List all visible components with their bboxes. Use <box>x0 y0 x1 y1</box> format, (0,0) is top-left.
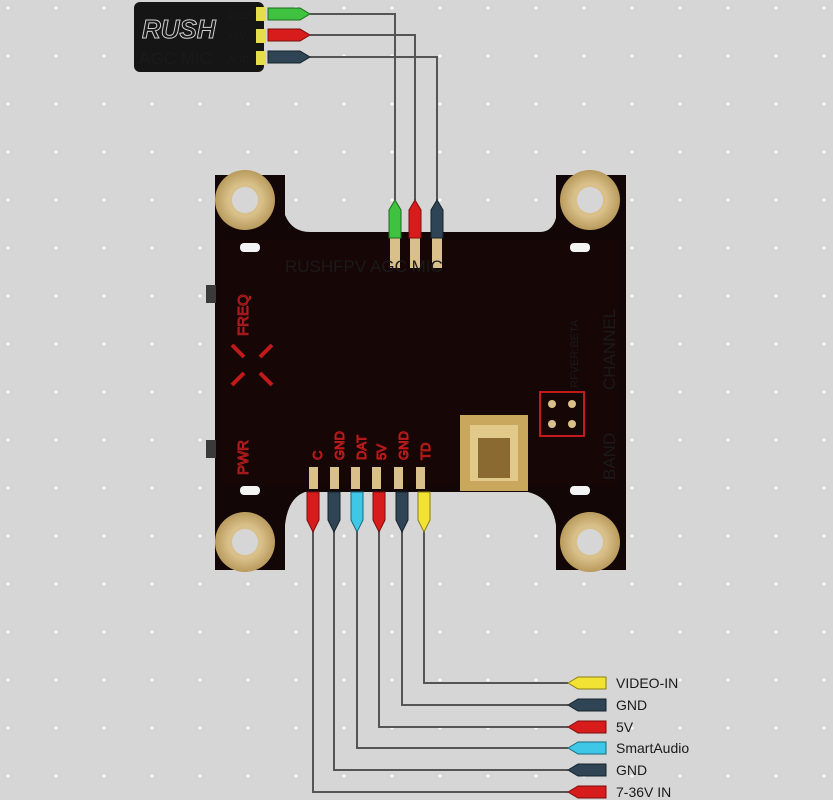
output-label-gnd-2: GND <box>616 762 647 778</box>
pad-label-td: TD <box>418 443 433 460</box>
mic-pad-gnd <box>256 7 266 21</box>
output-connector <box>567 698 607 712</box>
board-bottom-connector <box>395 491 409 534</box>
wire-power-in <box>312 530 568 793</box>
board-bottom-connector <box>306 491 320 534</box>
board-pad-dat <box>351 467 360 489</box>
board-pad-c <box>309 467 318 489</box>
mic-module: RUSH AGC MIC GND +5V AUD <box>134 2 266 72</box>
board-pad-5v <box>372 467 381 489</box>
output-label-smartaudio: SmartAudio <box>616 740 689 756</box>
channel-silkscreen: CHANNEL <box>600 309 619 390</box>
output-label-5v: 5V <box>616 719 634 735</box>
wire-gnd-1 <box>401 530 568 706</box>
wire-5v <box>378 530 568 728</box>
ufl-footprint <box>539 391 585 437</box>
board-pad-gnd-2 <box>394 467 403 489</box>
mic-pad-aud <box>256 51 266 65</box>
version-silkscreen: RFVER:BETA <box>569 319 581 388</box>
mic-connector-red <box>267 28 311 42</box>
board-pin-5v-top <box>410 238 420 268</box>
board-pad-gnd-1 <box>330 467 339 489</box>
mic-pad-5v <box>256 29 266 43</box>
pad-label-5v: 5V <box>374 444 389 460</box>
pad-label-gnd-1: GND <box>332 431 347 460</box>
led-bottom-left <box>240 486 260 495</box>
pad-label-dat: DAT <box>354 435 369 460</box>
wire-smartaudio <box>356 530 568 749</box>
mic-wires <box>310 13 438 200</box>
mic-pin-label-gnd: GND <box>228 11 250 22</box>
bottom-pads <box>309 467 425 489</box>
board-connector-green <box>388 199 402 239</box>
mic-wire-aud <box>310 56 438 200</box>
board-pin-gnd-top <box>390 238 400 268</box>
mic-connector-navy <box>267 50 311 64</box>
board-connector-red <box>408 199 422 239</box>
bottom-pad-labels: C GND DAT 5V GND TD <box>310 431 434 461</box>
led-top-left <box>240 243 260 252</box>
output-connectors <box>567 676 607 799</box>
board-bottom-connector <box>417 491 431 534</box>
led-bottom-right <box>570 486 590 495</box>
mic-pin-label-5v: +5V <box>228 32 246 43</box>
output-connector <box>567 676 607 690</box>
board-bottom-connector <box>350 491 364 534</box>
mic-brand-logo: RUSH <box>142 14 217 44</box>
output-labels: VIDEO-IN GND 5V SmartAudio GND 7-36V IN <box>616 675 689 800</box>
vtx-board: RUSHFPV AGC MIC FREQ PWR RFVER:BETA CHAN… <box>206 170 626 572</box>
board-brand-silkscreen: RUSHFPV AGC MIC <box>285 257 443 276</box>
board-shading <box>222 240 618 485</box>
wire-gnd-2 <box>333 530 568 771</box>
output-connector <box>567 741 607 755</box>
pad-label-gnd-2: GND <box>396 431 411 460</box>
board-pin-aud-top <box>432 238 442 268</box>
board-connector-navy <box>430 199 444 239</box>
mic-connector-green <box>267 7 311 21</box>
output-connector <box>567 763 607 777</box>
bottom-connectors <box>306 491 431 534</box>
wire-video-in <box>423 530 568 684</box>
output-wires <box>312 530 568 793</box>
mic-module-name: AGC MIC <box>139 49 212 68</box>
mic-module-body <box>134 2 264 72</box>
board-pad-td <box>416 467 425 489</box>
mic-connectors <box>267 7 311 64</box>
board-bottom-connector <box>372 491 386 534</box>
pad-label-c: C <box>310 451 325 460</box>
band-silkscreen: BAND <box>600 433 619 480</box>
freq-button-side <box>206 285 216 303</box>
pwr-label: PWR <box>235 440 252 475</box>
target-mark <box>230 343 274 387</box>
output-connector <box>567 720 607 734</box>
led-top-right <box>570 243 590 252</box>
freq-label: FREQ <box>235 294 252 336</box>
mic-wire-gnd <box>310 13 396 200</box>
output-label-video-in: VIDEO-IN <box>616 675 678 691</box>
mic-pin-label-aud: AUD <box>228 55 249 66</box>
board-bottom-connector <box>327 491 341 534</box>
output-label-power-in: 7-36V IN <box>616 784 671 800</box>
pwr-button-side <box>206 440 216 458</box>
mic-wire-5v <box>310 34 416 200</box>
output-label-gnd-1: GND <box>616 697 647 713</box>
output-connector <box>567 785 607 799</box>
board-top-connectors <box>388 199 444 239</box>
